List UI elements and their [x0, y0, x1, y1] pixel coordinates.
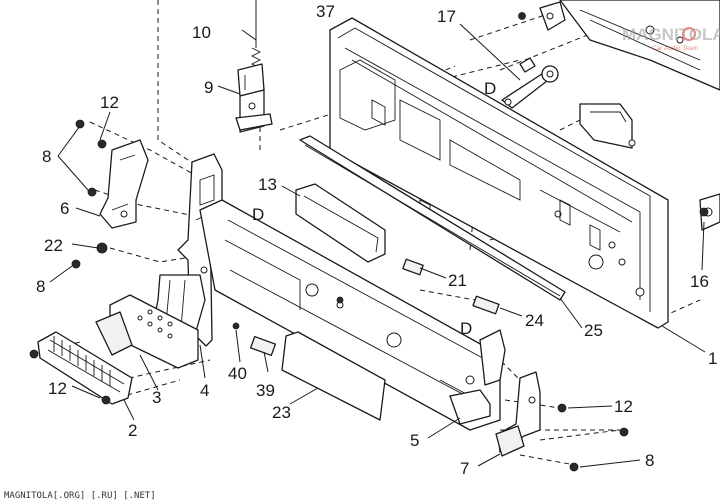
part-4-left-frame	[177, 153, 223, 347]
watermark-subtitle: Car Audio Team	[652, 45, 698, 52]
watermark-logo: MAGNITOLA Car Audio Team	[622, 25, 720, 52]
callout-12-right: 12	[614, 397, 633, 416]
part-23-label	[281, 331, 386, 421]
callout-8-bottom: 8	[645, 451, 654, 470]
part-7-bracket	[495, 371, 541, 457]
top-mechanism	[518, 0, 720, 91]
part-13-display-window	[295, 183, 386, 263]
callout-2: 2	[128, 421, 137, 440]
callout-6: 6	[60, 199, 69, 218]
direction-mark-3: D	[460, 319, 472, 338]
part-24-pad	[472, 295, 500, 315]
front-panel-plate	[199, 199, 506, 431]
callout-labels: 37 17 10 9 12 8 6 22 8 13 21 24 25 16 1 …	[36, 2, 717, 478]
main-chassis-frame	[329, 17, 669, 329]
callout-16: 16	[690, 272, 709, 291]
direction-mark-2: D	[252, 205, 264, 224]
callout-40: 40	[228, 364, 247, 383]
part-9-slider	[235, 63, 273, 133]
watermark-accent	[682, 27, 696, 41]
callout-17: 17	[437, 7, 456, 26]
callout-8-top: 8	[42, 147, 51, 166]
watermark-brand: MAGNITOLA	[622, 25, 720, 44]
callout-4: 4	[200, 381, 209, 400]
part-2-connector	[37, 331, 133, 405]
part-6-side-bracket	[99, 139, 149, 229]
part-10-spring	[250, 0, 262, 69]
connector-board	[95, 294, 199, 369]
callout-5: 5	[410, 431, 419, 450]
callout-9: 9	[204, 78, 213, 97]
part-39-pad	[249, 335, 277, 357]
direction-marks: D D D	[252, 79, 496, 338]
callout-10: 10	[192, 23, 211, 42]
callout-1: 1	[708, 349, 717, 368]
callout-25: 25	[584, 321, 603, 340]
footer-watermark: MAGNITOLA[.ORG] [.RU] [.NET]	[4, 491, 156, 501]
callout-7: 7	[460, 459, 469, 478]
callout-3: 3	[152, 388, 161, 407]
callout-12-left: 12	[48, 379, 67, 398]
callout-13: 13	[258, 175, 277, 194]
callout-37: 37	[316, 2, 335, 21]
trim-strip-25	[299, 135, 566, 301]
direction-mark-1: D	[484, 79, 496, 98]
callout-39: 39	[256, 381, 275, 400]
callout-12-top: 12	[100, 93, 119, 112]
part-17-lever	[501, 57, 559, 109]
part-21-pad	[402, 258, 424, 276]
leader-lines	[49, 23, 706, 468]
screws	[29, 119, 709, 472]
callout-23: 23	[272, 403, 291, 422]
callout-21: 21	[448, 271, 467, 290]
callout-8-mid: 8	[36, 277, 45, 296]
callout-24: 24	[525, 311, 544, 330]
part-25-bracket	[579, 103, 636, 149]
callout-22: 22	[44, 236, 63, 255]
